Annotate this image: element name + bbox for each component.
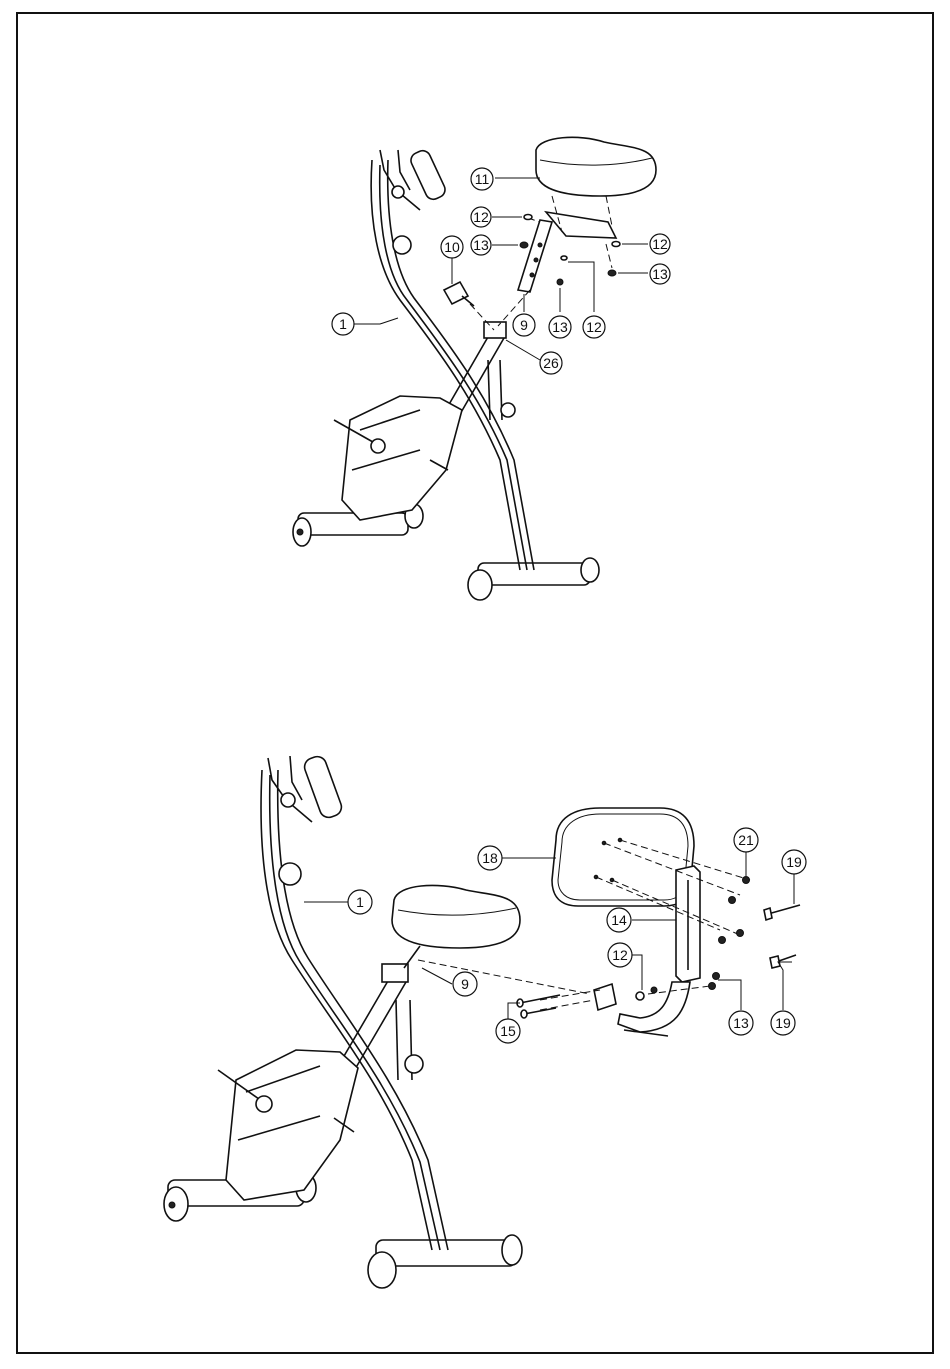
part-callout-14: 14 bbox=[607, 908, 631, 932]
handlebar-2 bbox=[268, 754, 344, 885]
flywheel-housing-1 bbox=[334, 396, 462, 520]
part-callout-1: 1 bbox=[348, 890, 372, 914]
part-callout-12: 12 bbox=[608, 943, 632, 967]
handlebar-1 bbox=[380, 148, 448, 254]
part-callout-18: 18 bbox=[478, 846, 502, 870]
part-callout-12: 12 bbox=[471, 207, 491, 227]
part-callout-13: 13 bbox=[650, 264, 670, 284]
part-number: 19 bbox=[786, 854, 802, 870]
part-callout-12: 12 bbox=[583, 316, 605, 338]
part-number: 18 bbox=[482, 850, 498, 866]
part-callout-13: 13 bbox=[549, 316, 571, 338]
part-callout-21: 21 bbox=[734, 828, 758, 852]
part-number: 9 bbox=[461, 976, 469, 992]
part-number: 12 bbox=[586, 319, 602, 335]
flywheel-housing-2 bbox=[218, 1050, 358, 1200]
part-number: 13 bbox=[652, 266, 668, 282]
diagram-1-bike-seat-assembly: 11 12 13 10 12 13 1 9 13 12 26 bbox=[293, 137, 670, 600]
part-number: 11 bbox=[475, 171, 490, 187]
part-number: 10 bbox=[444, 239, 460, 255]
part-number: 15 bbox=[500, 1023, 516, 1039]
part-number: 1 bbox=[356, 894, 364, 910]
part-callout-19: 19 bbox=[782, 850, 806, 874]
part-number: 13 bbox=[552, 319, 568, 335]
part-number: 12 bbox=[652, 236, 668, 252]
part-callout-11: 11 bbox=[471, 168, 493, 190]
backrest-pad bbox=[552, 808, 694, 906]
seat-cushion-2 bbox=[392, 885, 520, 968]
part-number: 19 bbox=[775, 1015, 791, 1031]
part-callout-10: 10 bbox=[441, 236, 463, 258]
part-callout-13: 13 bbox=[471, 235, 491, 255]
part-number: 14 bbox=[611, 912, 627, 928]
diagram-2-backrest-assembly: 18 21 19 1 14 12 9 15 13 19 bbox=[164, 754, 806, 1288]
seat-cushion-1 bbox=[536, 137, 656, 196]
part-callout-1: 1 bbox=[332, 313, 354, 335]
part-number: 9 bbox=[520, 317, 528, 333]
part-number: 12 bbox=[473, 209, 489, 225]
part-callout-9: 9 bbox=[453, 972, 477, 996]
part-number: 21 bbox=[738, 832, 754, 848]
adjustment-knob-1 bbox=[444, 282, 474, 306]
part-callout-9: 9 bbox=[513, 314, 535, 336]
part-callout-15: 15 bbox=[496, 1019, 520, 1043]
part-callout-26: 26 bbox=[540, 352, 562, 374]
part-callout-12: 12 bbox=[650, 234, 670, 254]
part-number: 12 bbox=[612, 947, 628, 963]
part-callout-19: 19 bbox=[771, 1011, 795, 1035]
part-number: 26 bbox=[543, 355, 559, 371]
rear-stabilizer-2 bbox=[368, 1235, 522, 1288]
part-callout-13: 13 bbox=[729, 1011, 753, 1035]
seat-slider-1 bbox=[518, 212, 616, 292]
part-number: 13 bbox=[733, 1015, 749, 1031]
part-number: 13 bbox=[473, 237, 489, 253]
part-number: 1 bbox=[339, 316, 347, 332]
